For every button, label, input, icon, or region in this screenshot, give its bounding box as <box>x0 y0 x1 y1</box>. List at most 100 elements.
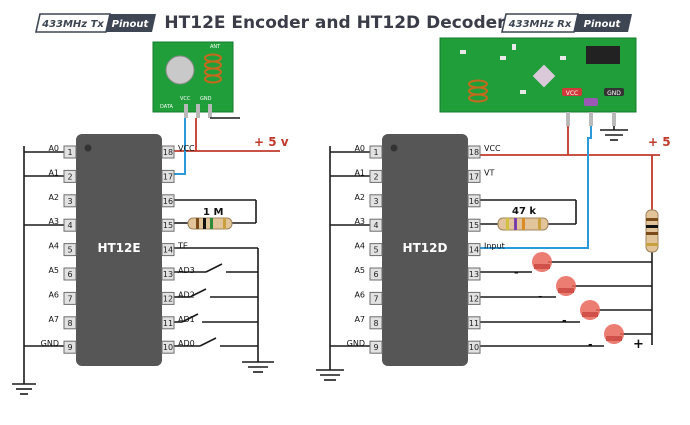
decoder-pin-10-number: 10 <box>469 343 479 352</box>
led-3 <box>580 300 600 320</box>
encoder-pin-6-label: A5 <box>48 266 59 275</box>
decoder-pin-4-label: A3 <box>354 217 365 226</box>
decoder-chip: HT12D <box>382 134 468 366</box>
decoder-pin-3-label: A2 <box>354 193 365 202</box>
tx-antenna-coil <box>204 53 222 84</box>
decoder-pin-2-number: 2 <box>373 172 378 181</box>
encoder-pin-7-number: 7 <box>67 294 72 303</box>
encoder-pin-17-number: 17 <box>163 172 173 181</box>
encoder-pin-4-label: A3 <box>48 217 59 226</box>
tx-badge-freq: 433MHz Tx <box>41 19 104 30</box>
encoder-pin-9-label: GND <box>41 339 59 348</box>
rx-vcc-pad <box>562 88 582 96</box>
encoder-pin-5 <box>63 243 77 257</box>
decoder-pin-7-number: 7 <box>373 294 378 303</box>
decoder-pin-8-number: 8 <box>373 319 378 328</box>
diagram-title: HT12E Encoder and HT12D Decoder <box>164 13 506 33</box>
encoder-pin-2-label: A1 <box>48 168 59 177</box>
led-4 <box>604 324 624 344</box>
encoder-pin-2 <box>63 169 77 183</box>
rx-module: VCC GND <box>439 37 637 126</box>
encoder-pin-9-number: 9 <box>67 343 72 352</box>
encoder-pin-11-label: AD1 <box>178 315 195 324</box>
decoder-pin-4-number: 4 <box>373 221 378 230</box>
tx-ant-label: ANT <box>210 44 221 50</box>
tx-pin-gnd-label: GND <box>200 96 212 102</box>
resistor-1m-label: 1 M <box>203 207 223 218</box>
decoder-pin-5 <box>369 243 383 257</box>
led-3-minus: - <box>562 314 567 327</box>
encoder-pin-1 <box>63 145 77 159</box>
rx-pinout-badge: 433MHz Rx Pinout <box>501 13 632 33</box>
encoder-pin-11 <box>161 316 175 330</box>
encoder-pin-7 <box>63 291 77 305</box>
encoder-pin-13-label: AD3 <box>178 266 195 275</box>
decoder-pin-10 <box>467 340 481 354</box>
resistor-47k-label: 47 k <box>512 206 536 217</box>
rx-data-pad <box>584 98 598 106</box>
decoder-pin-14-number: 14 <box>469 246 479 255</box>
decoder-pin-7-label: A6 <box>354 290 365 299</box>
encoder-pin-3-label: A2 <box>48 193 59 202</box>
rx-gnd-pad <box>604 88 624 96</box>
decoder-pin-1-number: 1 <box>373 148 378 157</box>
decoder-pin-7 <box>369 291 383 305</box>
decoder-pin-18 <box>467 145 481 159</box>
encoder-pin-12-number: 12 <box>163 294 173 303</box>
decoder-pin-14-label: Input <box>484 242 505 251</box>
encoder-pin-7-label: A6 <box>48 290 59 299</box>
led-2 <box>556 276 576 296</box>
encoder-pin-2-number: 2 <box>67 172 72 181</box>
encoder-pin-15 <box>161 218 175 232</box>
encoder-pin-10 <box>161 340 175 354</box>
decoder-pin-4 <box>369 218 383 232</box>
encoder-pin-12 <box>161 291 175 305</box>
encoder-pin-18-number: 18 <box>163 148 173 157</box>
decoder-pin-17-label: VT <box>484 168 494 177</box>
encoder-pin-16-number: 16 <box>163 197 173 206</box>
decoder-pin-5-label: A4 <box>354 242 365 251</box>
encoder-ground-symbol <box>12 383 36 395</box>
led-1-minus: - <box>514 266 519 279</box>
decoder-pin-11-number: 11 <box>469 319 479 328</box>
rx-badge-label: Pinout <box>584 19 622 30</box>
decoder-pin-16-number: 16 <box>469 197 479 206</box>
encoder-pin-15-number: 15 <box>163 221 173 230</box>
resistor-1m <box>187 217 233 230</box>
encoder-pin-18 <box>161 145 175 159</box>
decoder-pin-5-number: 5 <box>373 246 378 255</box>
encoder-pin-18-label: VCC <box>178 144 195 153</box>
decoder-pin-6-label: A5 <box>354 266 365 275</box>
encoder-pin-6 <box>63 267 77 281</box>
rx-pin-vcc-label: VCC <box>566 90 578 97</box>
encoder-pin-3 <box>63 194 77 208</box>
decoder-pin-15 <box>467 218 481 232</box>
encoder-pin-14-number: 14 <box>163 246 173 255</box>
decoder-pin-3-number: 3 <box>373 197 378 206</box>
decoder-supply-label: + 5 <box>648 135 671 149</box>
encoder-pin-8 <box>63 316 77 330</box>
encoder-chip-label: HT12E <box>97 241 140 255</box>
encoder-pin-3-number: 3 <box>67 197 72 206</box>
encoder-pin-14-label: TE <box>177 242 188 251</box>
decoder-pin-2-label: A1 <box>354 168 365 177</box>
decoder-pin-6-number: 6 <box>373 270 378 279</box>
encoder-pin-17 <box>161 169 175 183</box>
led-1 <box>532 252 552 272</box>
decoder-pin-8 <box>369 316 383 330</box>
encoder-pin-1-number: 1 <box>67 148 72 157</box>
encoder-pin-5-number: 5 <box>67 246 72 255</box>
tx-pin-data-label: DATA <box>160 104 173 110</box>
decoder-pin-15-number: 15 <box>469 221 479 230</box>
tx-pinout-badge: 433MHz Tx Pinout <box>35 13 156 33</box>
tx-pin-vcc-label: VCC <box>180 96 191 102</box>
encoder-chip: HT12E <box>76 134 162 366</box>
tx-module: ANT DATA VCC GND <box>152 41 234 118</box>
tx-badge-label: Pinout <box>112 19 150 30</box>
rx-badge-freq: 433MHz Rx <box>508 19 572 30</box>
